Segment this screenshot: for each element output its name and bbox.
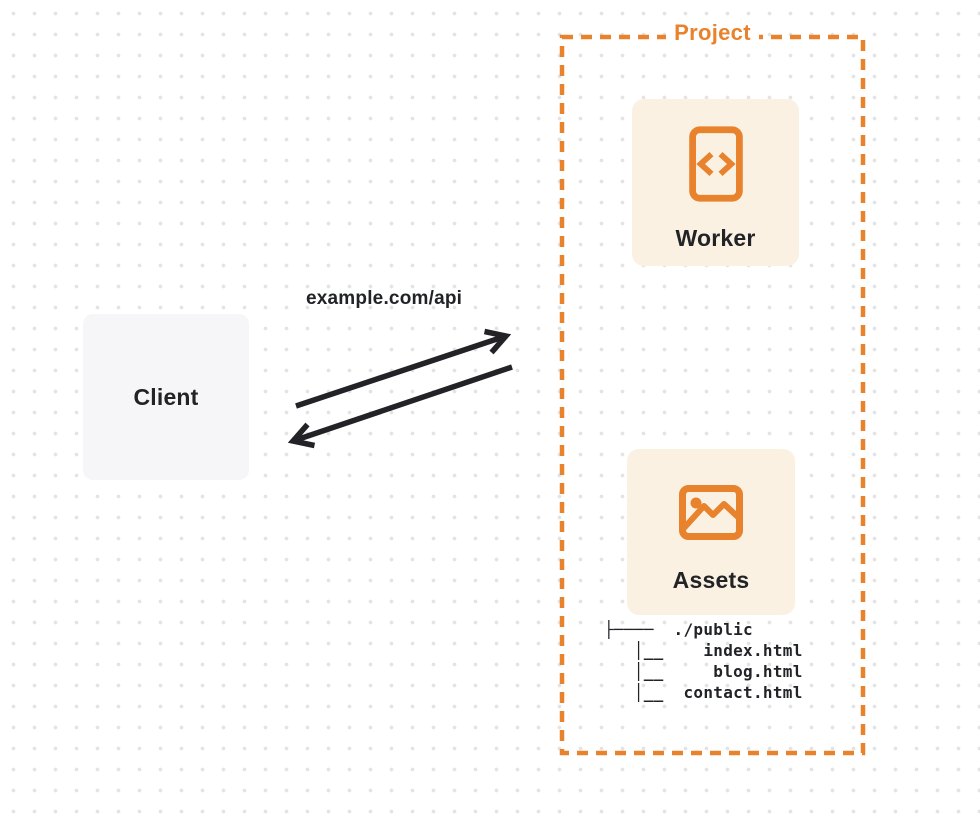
client-label: Client: [133, 383, 199, 410]
tree-line-blog: │__ blog.html: [604, 662, 803, 681]
code-file-icon: [688, 125, 743, 208]
image-icon: [679, 485, 743, 545]
tree-line-public: ├──── ./public: [604, 620, 753, 639]
assets-file-tree: ├──── ./public │__ index.html │__ blog.h…: [604, 619, 803, 703]
client-node: Client: [83, 314, 249, 480]
tree-line-index: │__ index.html: [604, 641, 803, 660]
assets-label: Assets: [672, 567, 750, 593]
worker-label: Worker: [675, 225, 756, 251]
project-group: Project: [562, 20, 863, 46]
tree-line-contact: │__ contact.html: [604, 683, 803, 702]
project-title: Project: [666, 20, 759, 46]
response-arrow: [287, 364, 513, 449]
assets-node: Assets: [627, 449, 795, 615]
request-arrow: [295, 328, 512, 409]
request-url-label: example.com/api: [306, 288, 463, 309]
worker-node: Worker: [632, 99, 799, 266]
